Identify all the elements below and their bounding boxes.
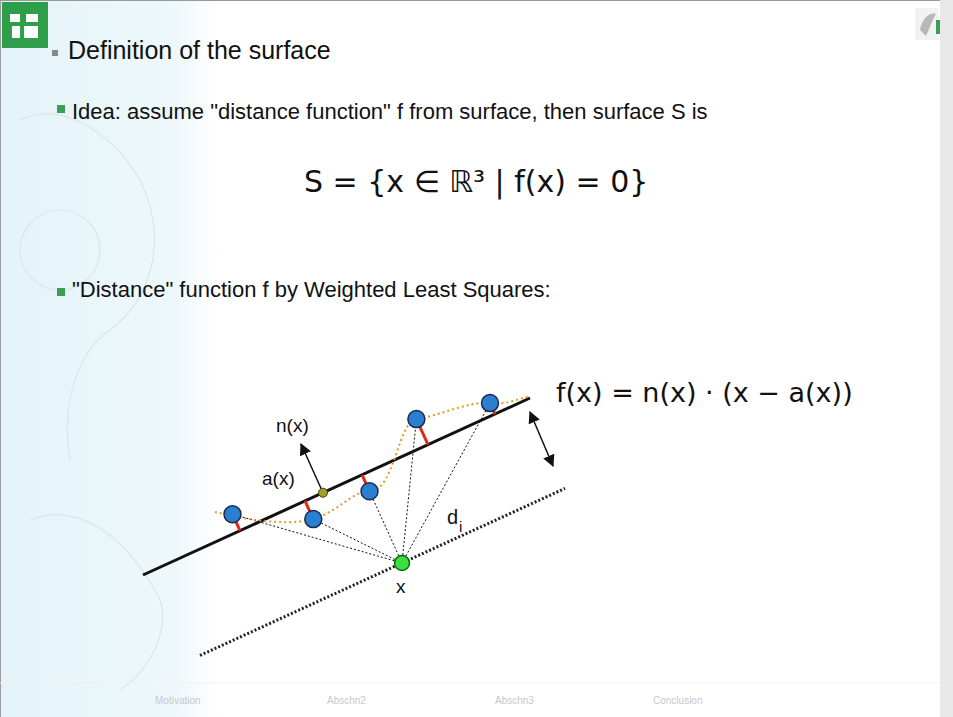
nav-item: Abschn2: [327, 695, 366, 707]
footer-line: [0, 683, 940, 684]
bullet-square: [57, 105, 65, 113]
point-label: a(x): [262, 468, 295, 491]
distance-lines: [233, 403, 491, 563]
query-point: [395, 556, 410, 571]
left-border: [0, 0, 1, 717]
right-bar: [940, 0, 953, 717]
nav-item: Conclusion: [653, 695, 702, 707]
surface-formula: S = {x ∈ ℝ³ | f(x) = 0}: [304, 164, 648, 200]
bullet-text: Idea: assume "distance function" f from …: [72, 95, 852, 128]
query-label: x: [396, 576, 406, 599]
logo: [2, 2, 48, 48]
surface-curve: [215, 396, 530, 522]
corner-icon: [915, 8, 940, 40]
nav-item: Abschn3: [495, 695, 534, 707]
distance-arrow: [530, 412, 553, 466]
nav-item: Motivation: [155, 695, 201, 707]
residual-lines: [233, 403, 496, 530]
wls-illustration: [143, 395, 565, 656]
faint-sketch: [20, 114, 163, 690]
title-bullet: [52, 50, 58, 56]
distance-label: d: [447, 505, 458, 529]
normal-label: n(x): [276, 415, 309, 438]
bullet-text: "Distance" function f by Weighted Least …: [72, 277, 551, 303]
normal-arrow: [301, 444, 323, 493]
top-border: [0, 0, 940, 1]
bullet-square: [57, 288, 65, 296]
parallel-dotted-line: [200, 488, 565, 655]
distance-subscript: i: [459, 518, 462, 536]
fitted-plane: [143, 398, 530, 575]
projection-point: [319, 488, 328, 497]
distance-formula: f(x) = n(x) · (x − a(x)): [556, 377, 853, 409]
slide-title: Definition of the surface: [68, 36, 331, 65]
